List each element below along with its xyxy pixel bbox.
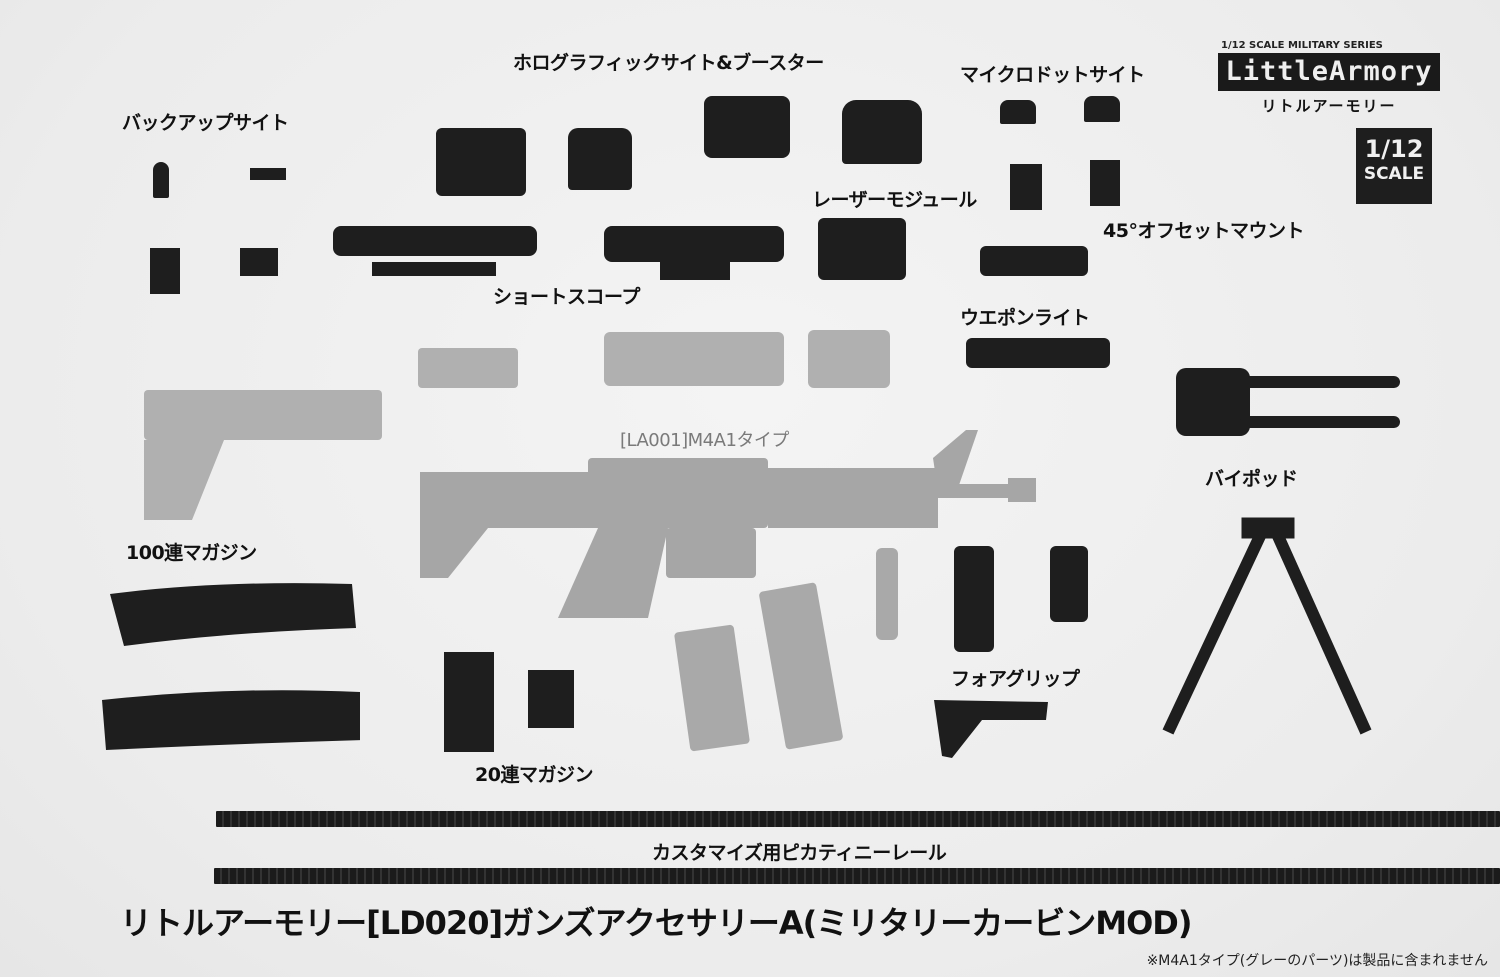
gray-carry-handle: [418, 348, 518, 388]
picatinny-rail-1: [216, 811, 1500, 827]
short-scope-mount: [372, 262, 496, 276]
label-holographic-sight: ホログラフィックサイト&ブースター: [513, 52, 824, 74]
angled-foregrip: [934, 700, 1048, 758]
label-backup-sight: バックアップサイト: [122, 112, 289, 134]
backup-sight-4: [240, 248, 278, 276]
holographic-sight-1: [436, 128, 526, 196]
label-weapon-light: ウエポンライト: [960, 307, 1090, 329]
label-offset-mount: 45°オフセットマウント: [1103, 220, 1304, 242]
backup-sight-3: [150, 248, 180, 294]
scale-text: SCALE: [1363, 164, 1425, 184]
series-label: 1/12 SCALE MILITARY SERIES: [1221, 40, 1383, 51]
logo-kana: リトルアーモリー: [1261, 97, 1397, 115]
magazine-20-rounds-1: [444, 652, 494, 752]
weapon-light-2: [966, 338, 1110, 368]
laser-module: [818, 218, 906, 280]
short-scope-2: [604, 226, 784, 262]
scale-badge: 1/12 SCALE: [1356, 128, 1432, 204]
logo-wordmark: LittleArmory: [1218, 53, 1440, 91]
label-picatinny-rail: カスタマイズ用ピカティニーレール: [652, 842, 947, 864]
label-100-round-magazine: 100連マガジン: [126, 542, 257, 564]
gray-laser-module: [808, 330, 890, 388]
holographic-sight-2: [568, 128, 632, 190]
footnote: ※M4A1タイプ(グレーのパーツ)は製品に含まれません: [1146, 953, 1488, 969]
holographic-sight-3: [842, 100, 922, 164]
short-scope-2-mount: [660, 262, 730, 280]
foregrip-1: [954, 546, 994, 652]
gray-m4a1-rifle: [420, 430, 1036, 618]
gray-stock: [144, 390, 382, 440]
magazine-100-rounds: [102, 583, 360, 750]
label-20-round-magazine: 20連マガジン: [475, 764, 593, 786]
product-title: リトルアーモリー[LD020]ガンズアクセサリーA(ミリタリーカービンMOD): [120, 904, 1192, 942]
gray-stock-lower: [144, 440, 224, 520]
label-micro-dot-sight: マイクロドットサイト: [960, 64, 1145, 86]
scale-fraction: 1/12: [1364, 135, 1424, 163]
gray-vertical-grip: [876, 548, 898, 640]
picatinny-rail-2: [214, 868, 1500, 884]
label-laser-module: レーザーモジュール: [812, 189, 977, 211]
magazine-20-rounds-2: [528, 670, 574, 728]
foregrip-2: [1050, 546, 1088, 622]
backup-sight-2: [250, 168, 286, 180]
label-bipod: バイポッド: [1205, 468, 1298, 490]
backup-sight-1: [153, 162, 169, 198]
gray-scope: [604, 332, 784, 386]
label-foregrip: フォアグリップ: [951, 668, 1080, 690]
booster: [704, 96, 790, 158]
short-scope-1: [333, 226, 537, 256]
bipod-folded: [1176, 368, 1400, 436]
label-m4a1-type: [LA001]M4A1タイプ: [620, 430, 789, 451]
brand-logo: 1/12 SCALE MILITARY SERIES LittleArmory …: [1218, 40, 1440, 116]
weapon-light-1: [980, 246, 1088, 276]
label-short-scope: ショートスコープ: [493, 286, 640, 308]
micro-dot-sight-1: [1000, 100, 1036, 124]
micro-dot-sight-2: [1084, 96, 1120, 122]
gray-magazine-1: [673, 624, 751, 752]
offset-mount-1: [1010, 164, 1042, 210]
bipod-deployed: [1162, 517, 1372, 735]
offset-mount-2: [1090, 160, 1120, 206]
